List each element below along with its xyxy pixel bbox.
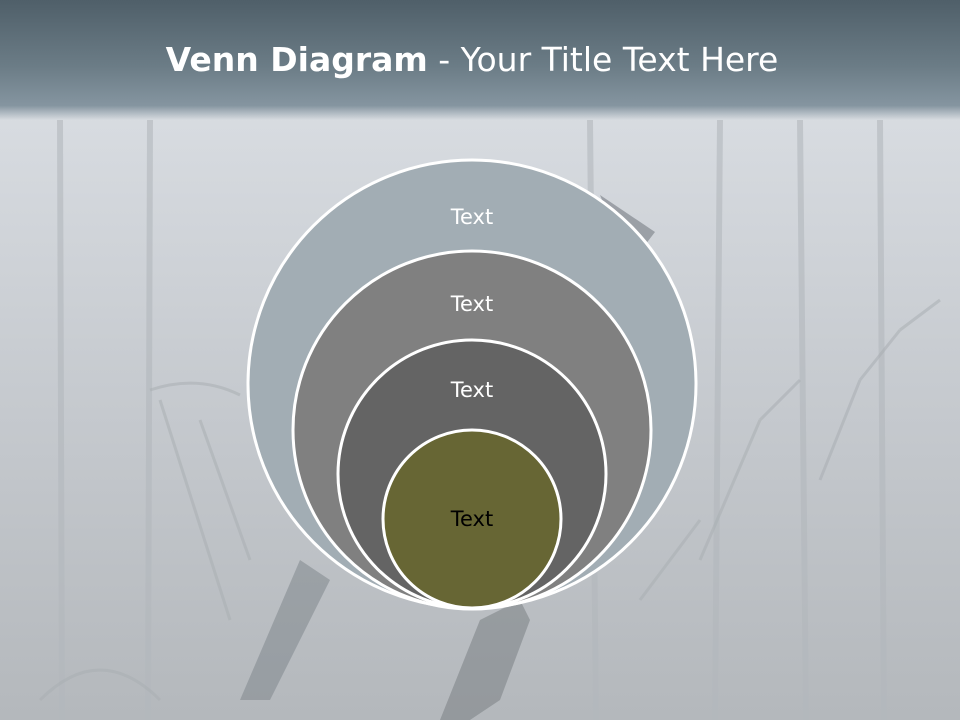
venn-label-4: Text [450,507,493,531]
slide-title-rest: - Your Title Text Here [427,40,779,79]
venn-circle-4 [381,428,563,610]
venn-label-3: Text [450,378,493,402]
title-banner [0,0,960,120]
slide-title: Venn Diagram - Your Title Text Here [0,40,944,79]
slide-title-bold: Venn Diagram [165,40,428,79]
venn-label-1: Text [450,205,493,229]
venn-label-2: Text [450,292,493,316]
